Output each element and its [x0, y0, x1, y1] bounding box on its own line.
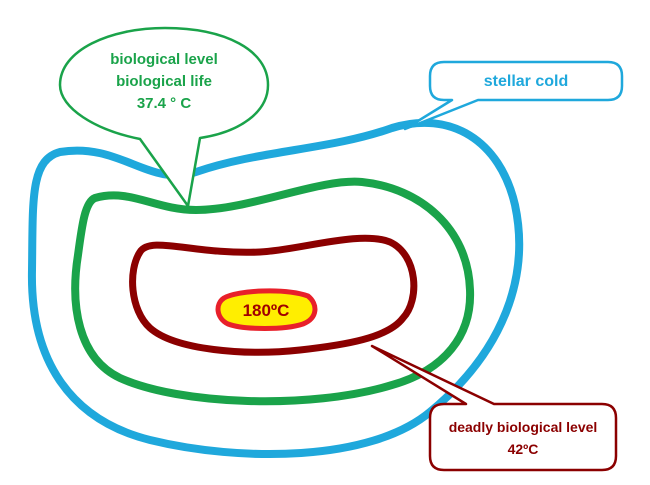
stellar-cold-ring	[27, 118, 524, 459]
biological-callout-line-3: 37.4 ° C	[137, 95, 192, 112]
stellar-callout-label: stellar cold	[484, 73, 568, 90]
biological-callout-line-1: biological level	[110, 51, 218, 68]
biological-life-ring	[71, 177, 475, 406]
deadly-callout-line-1: deadly biological level	[449, 419, 598, 435]
deadly-level-ring	[129, 234, 418, 356]
stellar-callout-bubble	[403, 60, 624, 131]
core-hotspot	[215, 288, 318, 331]
deadly-callout-line-2: 42ºC	[508, 441, 539, 457]
core-temperature-label: 180ºC	[243, 301, 290, 320]
biological-callout-line-2: biological life	[116, 73, 212, 90]
deadly-callout-bubble	[370, 344, 618, 472]
biological-callout-bubble	[58, 26, 270, 208]
